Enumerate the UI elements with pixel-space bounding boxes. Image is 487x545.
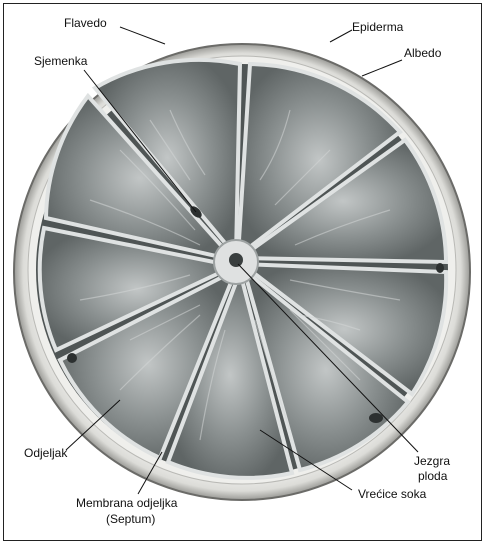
leader-flavedo: [120, 27, 165, 44]
label-sjemenka: Sjemenka: [34, 54, 87, 68]
core-hole: [229, 253, 243, 267]
label-albedo: Albedo: [404, 46, 441, 60]
seed: [436, 263, 444, 273]
seed: [369, 413, 383, 423]
leader-epiderma: [330, 30, 352, 42]
leader-albedo: [362, 60, 402, 76]
label-membrana-line1: Membrana odjeljka: [76, 496, 177, 510]
label-membrana-line2: (Septum): [106, 512, 155, 526]
label-odjeljak: Odjeljak: [24, 446, 67, 460]
label-epiderma: Epiderma: [352, 20, 403, 34]
seed: [67, 353, 77, 363]
label-jezgra-line1: Jezgra: [414, 454, 450, 468]
label-jezgra-line2: ploda: [418, 469, 447, 483]
label-flavedo: Flavedo: [64, 16, 107, 30]
label-vrecice-soka: Vrećice soka: [358, 487, 426, 501]
